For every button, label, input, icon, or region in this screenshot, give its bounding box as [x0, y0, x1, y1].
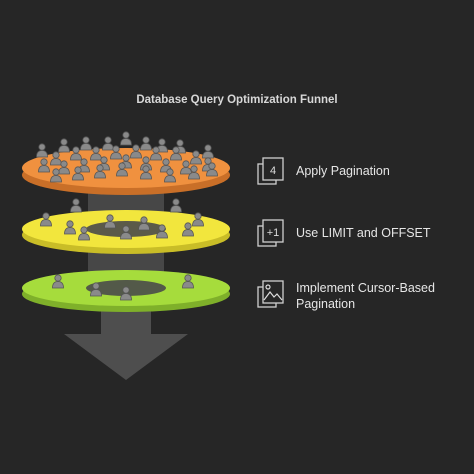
person-icon: [94, 164, 106, 179]
person-icon: [170, 146, 182, 161]
person-icon: [104, 214, 116, 229]
svg-text:4: 4: [270, 165, 276, 177]
person-icon: [78, 226, 90, 241]
person-icon: [120, 131, 132, 146]
person-icon: [190, 150, 202, 165]
person-icon: [182, 222, 194, 237]
person-icon: [140, 165, 152, 180]
person-icon: [206, 162, 218, 177]
green-layer-people: [52, 274, 194, 301]
person-icon: [116, 162, 128, 177]
step-cursor-pagination: Implement Cursor-Based Pagination: [256, 279, 456, 312]
person-icon: [70, 146, 82, 161]
person-icon: [40, 212, 52, 227]
person-icon: [120, 225, 132, 240]
person-icon: [90, 146, 102, 161]
person-icon: [180, 160, 192, 175]
image-frame-icon: [257, 280, 284, 308]
person-icon: [38, 158, 50, 173]
yellow-layer-people: [40, 198, 204, 241]
person-icon: [50, 168, 62, 183]
person-icon: [170, 198, 182, 213]
orange-layer-people: [36, 131, 218, 183]
person-icon: [192, 212, 204, 227]
person-icon: [36, 143, 48, 158]
person-icon: [70, 198, 82, 213]
person-icon: [188, 165, 200, 180]
step-apply-pagination: 4 Apply Pagination: [256, 156, 456, 186]
person-icon: [164, 168, 176, 183]
page-stack-icon: 4: [257, 157, 284, 185]
person-icon: [80, 136, 92, 151]
person-icon: [130, 144, 142, 159]
person-icon: [150, 146, 162, 161]
person-icon: [182, 274, 194, 289]
person-icon: [52, 274, 64, 289]
person-icon: [156, 224, 168, 239]
person-icon: [120, 286, 132, 301]
person-icon: [64, 220, 76, 235]
person-icon: [102, 136, 114, 151]
step-label-limit-offset: Use LIMIT and OFFSET: [296, 226, 431, 240]
person-icon: [58, 160, 70, 175]
person-icon: [58, 138, 70, 153]
step-label-apply-pagination: Apply Pagination: [296, 164, 390, 178]
svg-text:+1: +1: [267, 227, 280, 239]
diagram-title: Database Query Optimization Funnel: [136, 94, 338, 106]
person-icon: [72, 166, 84, 181]
person-icon: [110, 145, 122, 160]
person-icon: [138, 216, 150, 231]
person-icon: [202, 144, 214, 159]
person-icon: [90, 282, 102, 297]
step-label-cursor-pagination: Implement Cursor-Based Pagination: [296, 281, 435, 311]
person-icon: [140, 136, 152, 151]
plus-one-icon: +1: [257, 219, 284, 247]
step-limit-offset: +1 Use LIMIT and OFFSET: [256, 218, 456, 248]
down-arrow: [64, 300, 188, 380]
